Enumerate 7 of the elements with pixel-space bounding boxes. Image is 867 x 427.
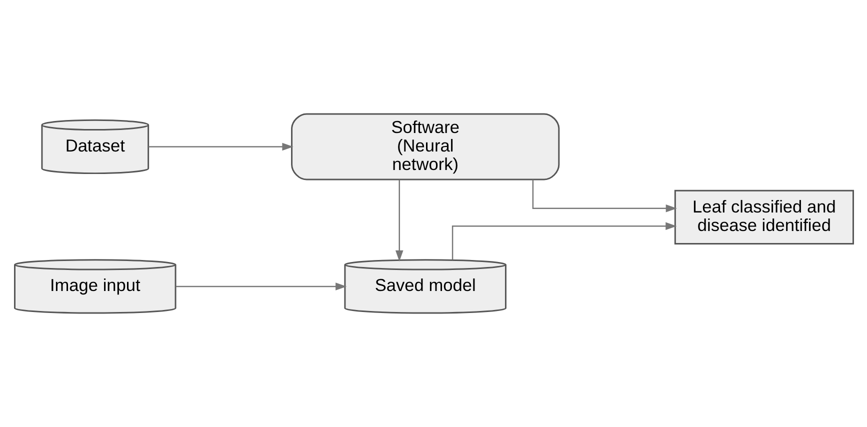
node-box: Leaf classified and disease identified [674,190,854,245]
arrow [451,222,676,260]
arrow [394,180,403,262]
arrow [532,180,676,212]
arrow [175,282,346,290]
node-box: Software (Neural network) [290,113,560,180]
arrow [148,142,293,151]
